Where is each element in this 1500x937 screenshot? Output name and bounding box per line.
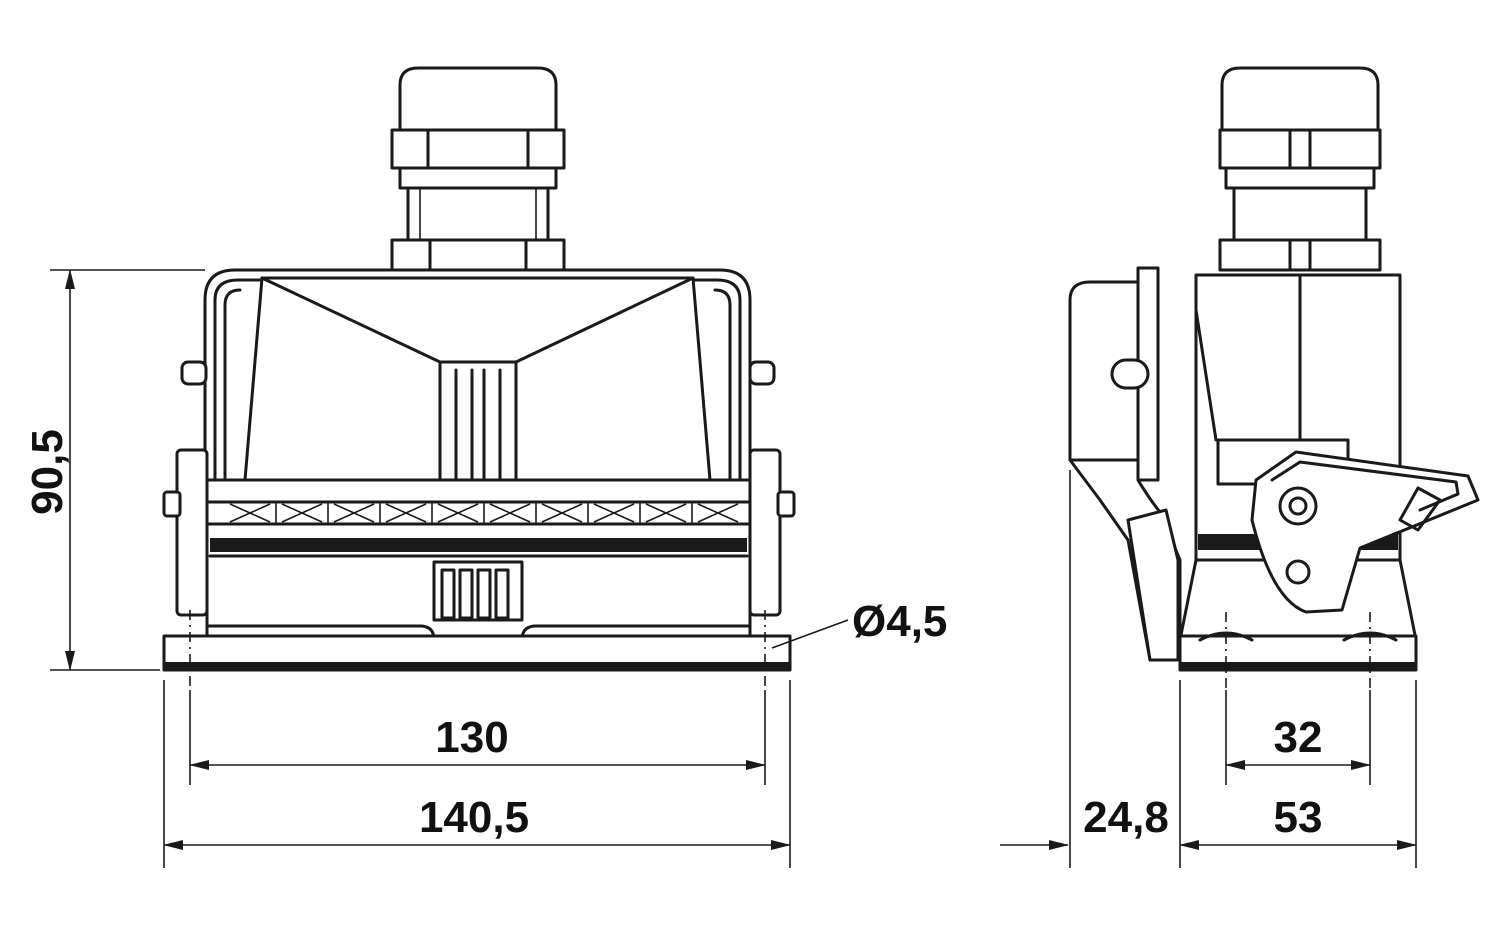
dim-side-inner-label: 32	[1274, 713, 1323, 762]
front-housing-base	[162, 522, 792, 690]
side-view	[1068, 66, 1480, 690]
side-cable-gland	[1218, 66, 1382, 272]
dim-height-label: 90,5	[23, 429, 72, 515]
dim-hole-diameter-label: Ø4,5	[852, 597, 947, 646]
front-hood	[180, 268, 776, 482]
dim-inner-width-label: 130	[435, 713, 508, 762]
dim-side-offset-label: 24,8	[1083, 793, 1169, 842]
dim-side-outer-label: 53	[1274, 793, 1323, 842]
front-cable-gland	[390, 66, 566, 272]
side-locking-lever	[1250, 450, 1480, 614]
dim-outer-width-label: 140,5	[419, 793, 529, 842]
front-locking-frame	[162, 448, 796, 617]
front-view	[162, 66, 796, 690]
side-hinged-cover	[1068, 266, 1182, 662]
dimension-lines	[50, 269, 1417, 868]
